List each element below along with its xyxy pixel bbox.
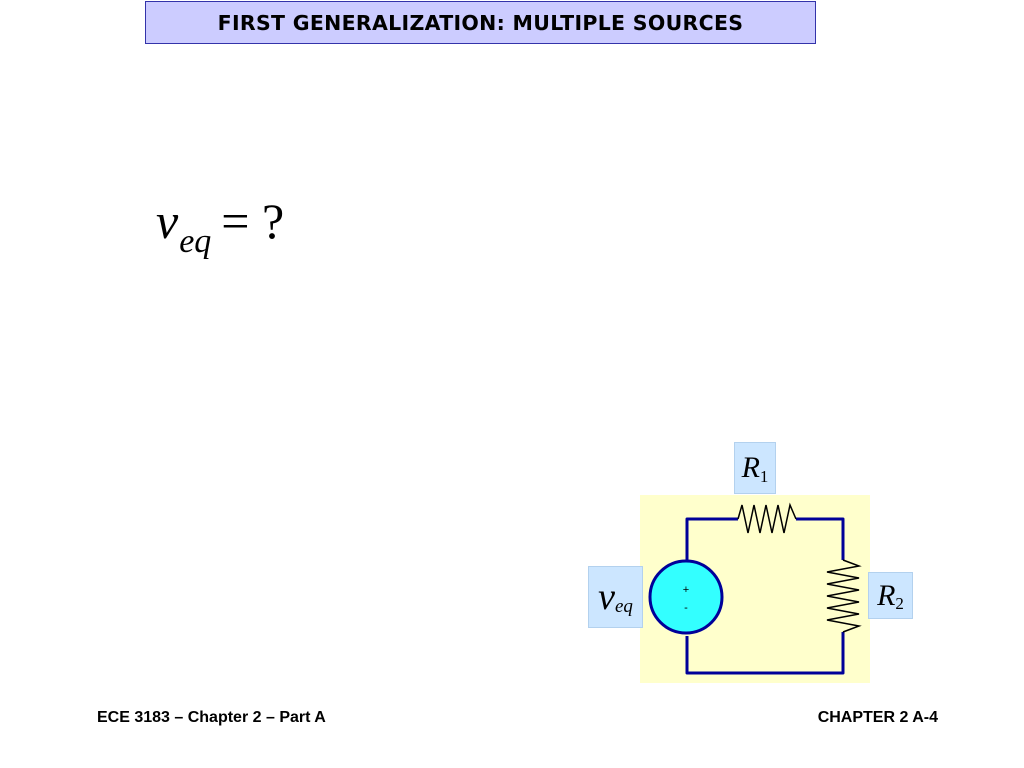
slide-title-box: FIRST GENERALIZATION: MULTIPLE SOURCES: [145, 1, 816, 44]
equation-variable: v: [156, 193, 179, 249]
label-veq-symbol: v: [598, 576, 615, 618]
footer-course: ECE 3183 – Chapter 2 – Part A: [97, 709, 326, 726]
wire-top-left: [685, 517, 738, 560]
resistor-r2-icon: [826, 559, 862, 633]
resistor-r1-icon: [737, 502, 797, 534]
voltage-source-icon: [648, 559, 724, 635]
source-plus: +: [683, 584, 689, 596]
label-r2-symbol: R: [877, 578, 896, 612]
source-minus: -: [684, 602, 688, 614]
equation-rhs: = ?: [221, 193, 285, 249]
equation: veq= ?: [156, 193, 285, 259]
label-veq-subscript: eq: [614, 595, 633, 617]
footer-page: CHAPTER 2 A-4: [817, 709, 938, 726]
label-r1-symbol: R: [741, 451, 760, 484]
label-r1-subscript: 1: [759, 466, 769, 486]
slide-title: FIRST GENERALIZATION: MULTIPLE SOURCES: [217, 10, 744, 35]
wire-top-right: [796, 517, 845, 560]
wire-bottom: [685, 632, 845, 675]
label-r2-subscript: 2: [895, 594, 904, 613]
equation-subscript: eq: [179, 223, 212, 260]
